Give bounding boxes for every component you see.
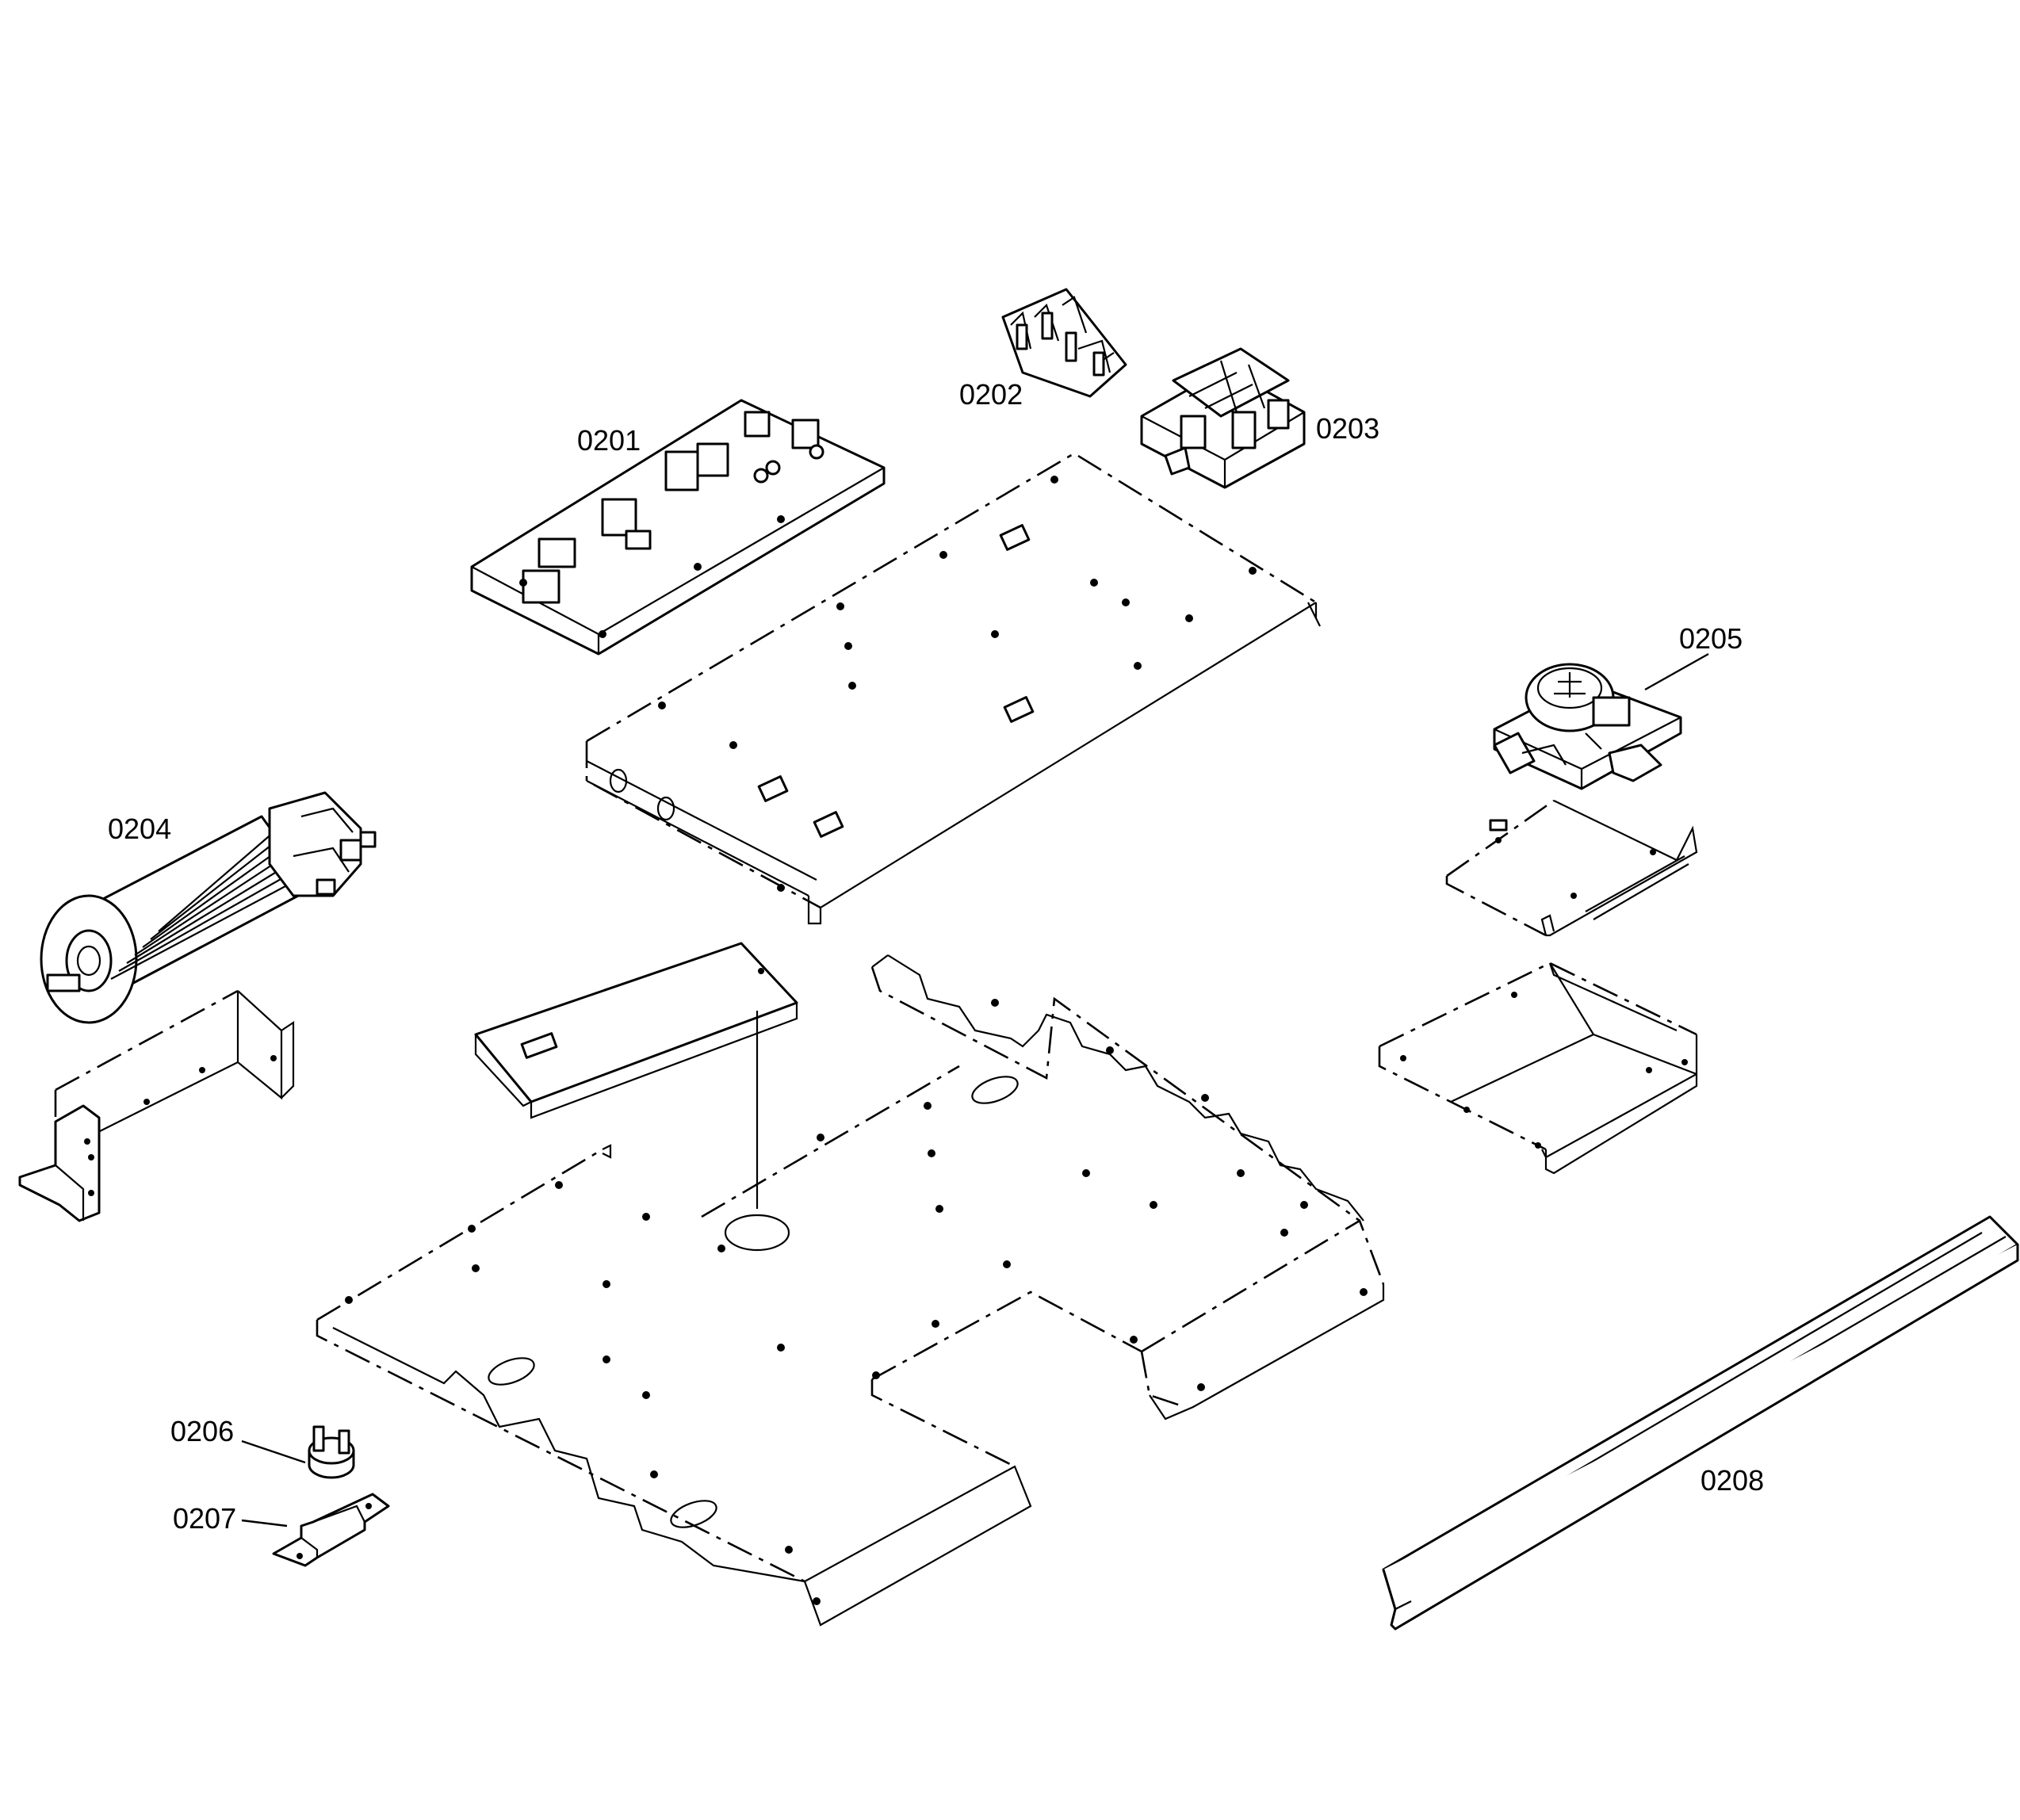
fan-mounting-bracket — [18, 989, 295, 1222]
callout-0201: 0201 — [577, 424, 641, 457]
part-0205-door-lock[interactable] — [1493, 663, 1682, 790]
top-panel-sheet — [585, 452, 1321, 925]
callout-0202: 0202 — [959, 378, 1023, 411]
part-0204-convection-fan[interactable] — [40, 791, 377, 1024]
callout-0205: 0205 — [1679, 622, 1743, 655]
part-0203-relay-holder[interactable] — [1140, 347, 1306, 489]
door-lock-backing-plate — [1445, 799, 1698, 937]
callout-0207: 0207 — [173, 1502, 236, 1535]
callout-0204: 0204 — [108, 812, 171, 845]
callout-0206: 0206 — [170, 1415, 234, 1447]
diffuser-plate — [474, 942, 798, 1252]
part-0207-mounting-bracket[interactable] — [272, 1493, 390, 1567]
part-0208-trim-rail[interactable] — [1382, 1215, 2019, 1631]
part-0201-control-board[interactable] — [470, 399, 886, 656]
door-lock-lower-bracket — [1378, 962, 1698, 1175]
callout-0208: 0208 — [1701, 1464, 1764, 1497]
callout-0203: 0203 — [1316, 412, 1379, 445]
part-0202-terminal-block[interactable] — [1001, 288, 1127, 398]
bottom-panel-sheet — [316, 954, 1385, 1627]
leader-lines — [241, 652, 1709, 1528]
part-0206-thermal-cutoff[interactable] — [308, 1425, 355, 1479]
